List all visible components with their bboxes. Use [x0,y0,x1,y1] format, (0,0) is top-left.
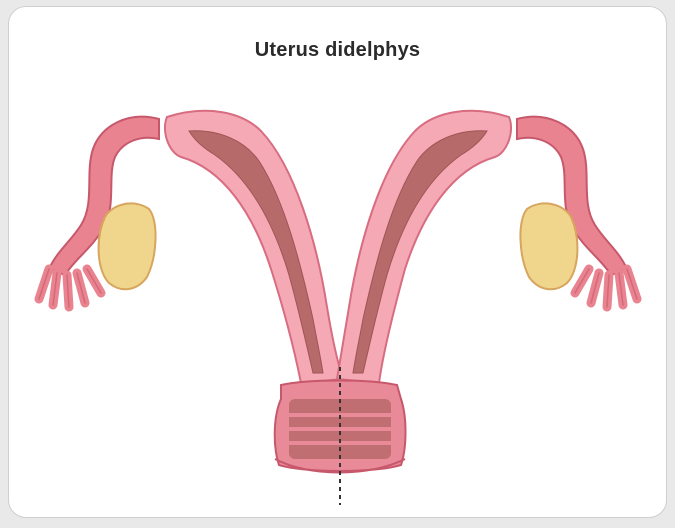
figure-card: Uterus didelphys [8,6,667,518]
right-uterine-horn [337,111,511,383]
left-uterine-horn [165,111,343,383]
left-ovary [99,203,156,289]
right-ovary [520,203,577,289]
uterus-didelphys-illustration [9,7,667,518]
